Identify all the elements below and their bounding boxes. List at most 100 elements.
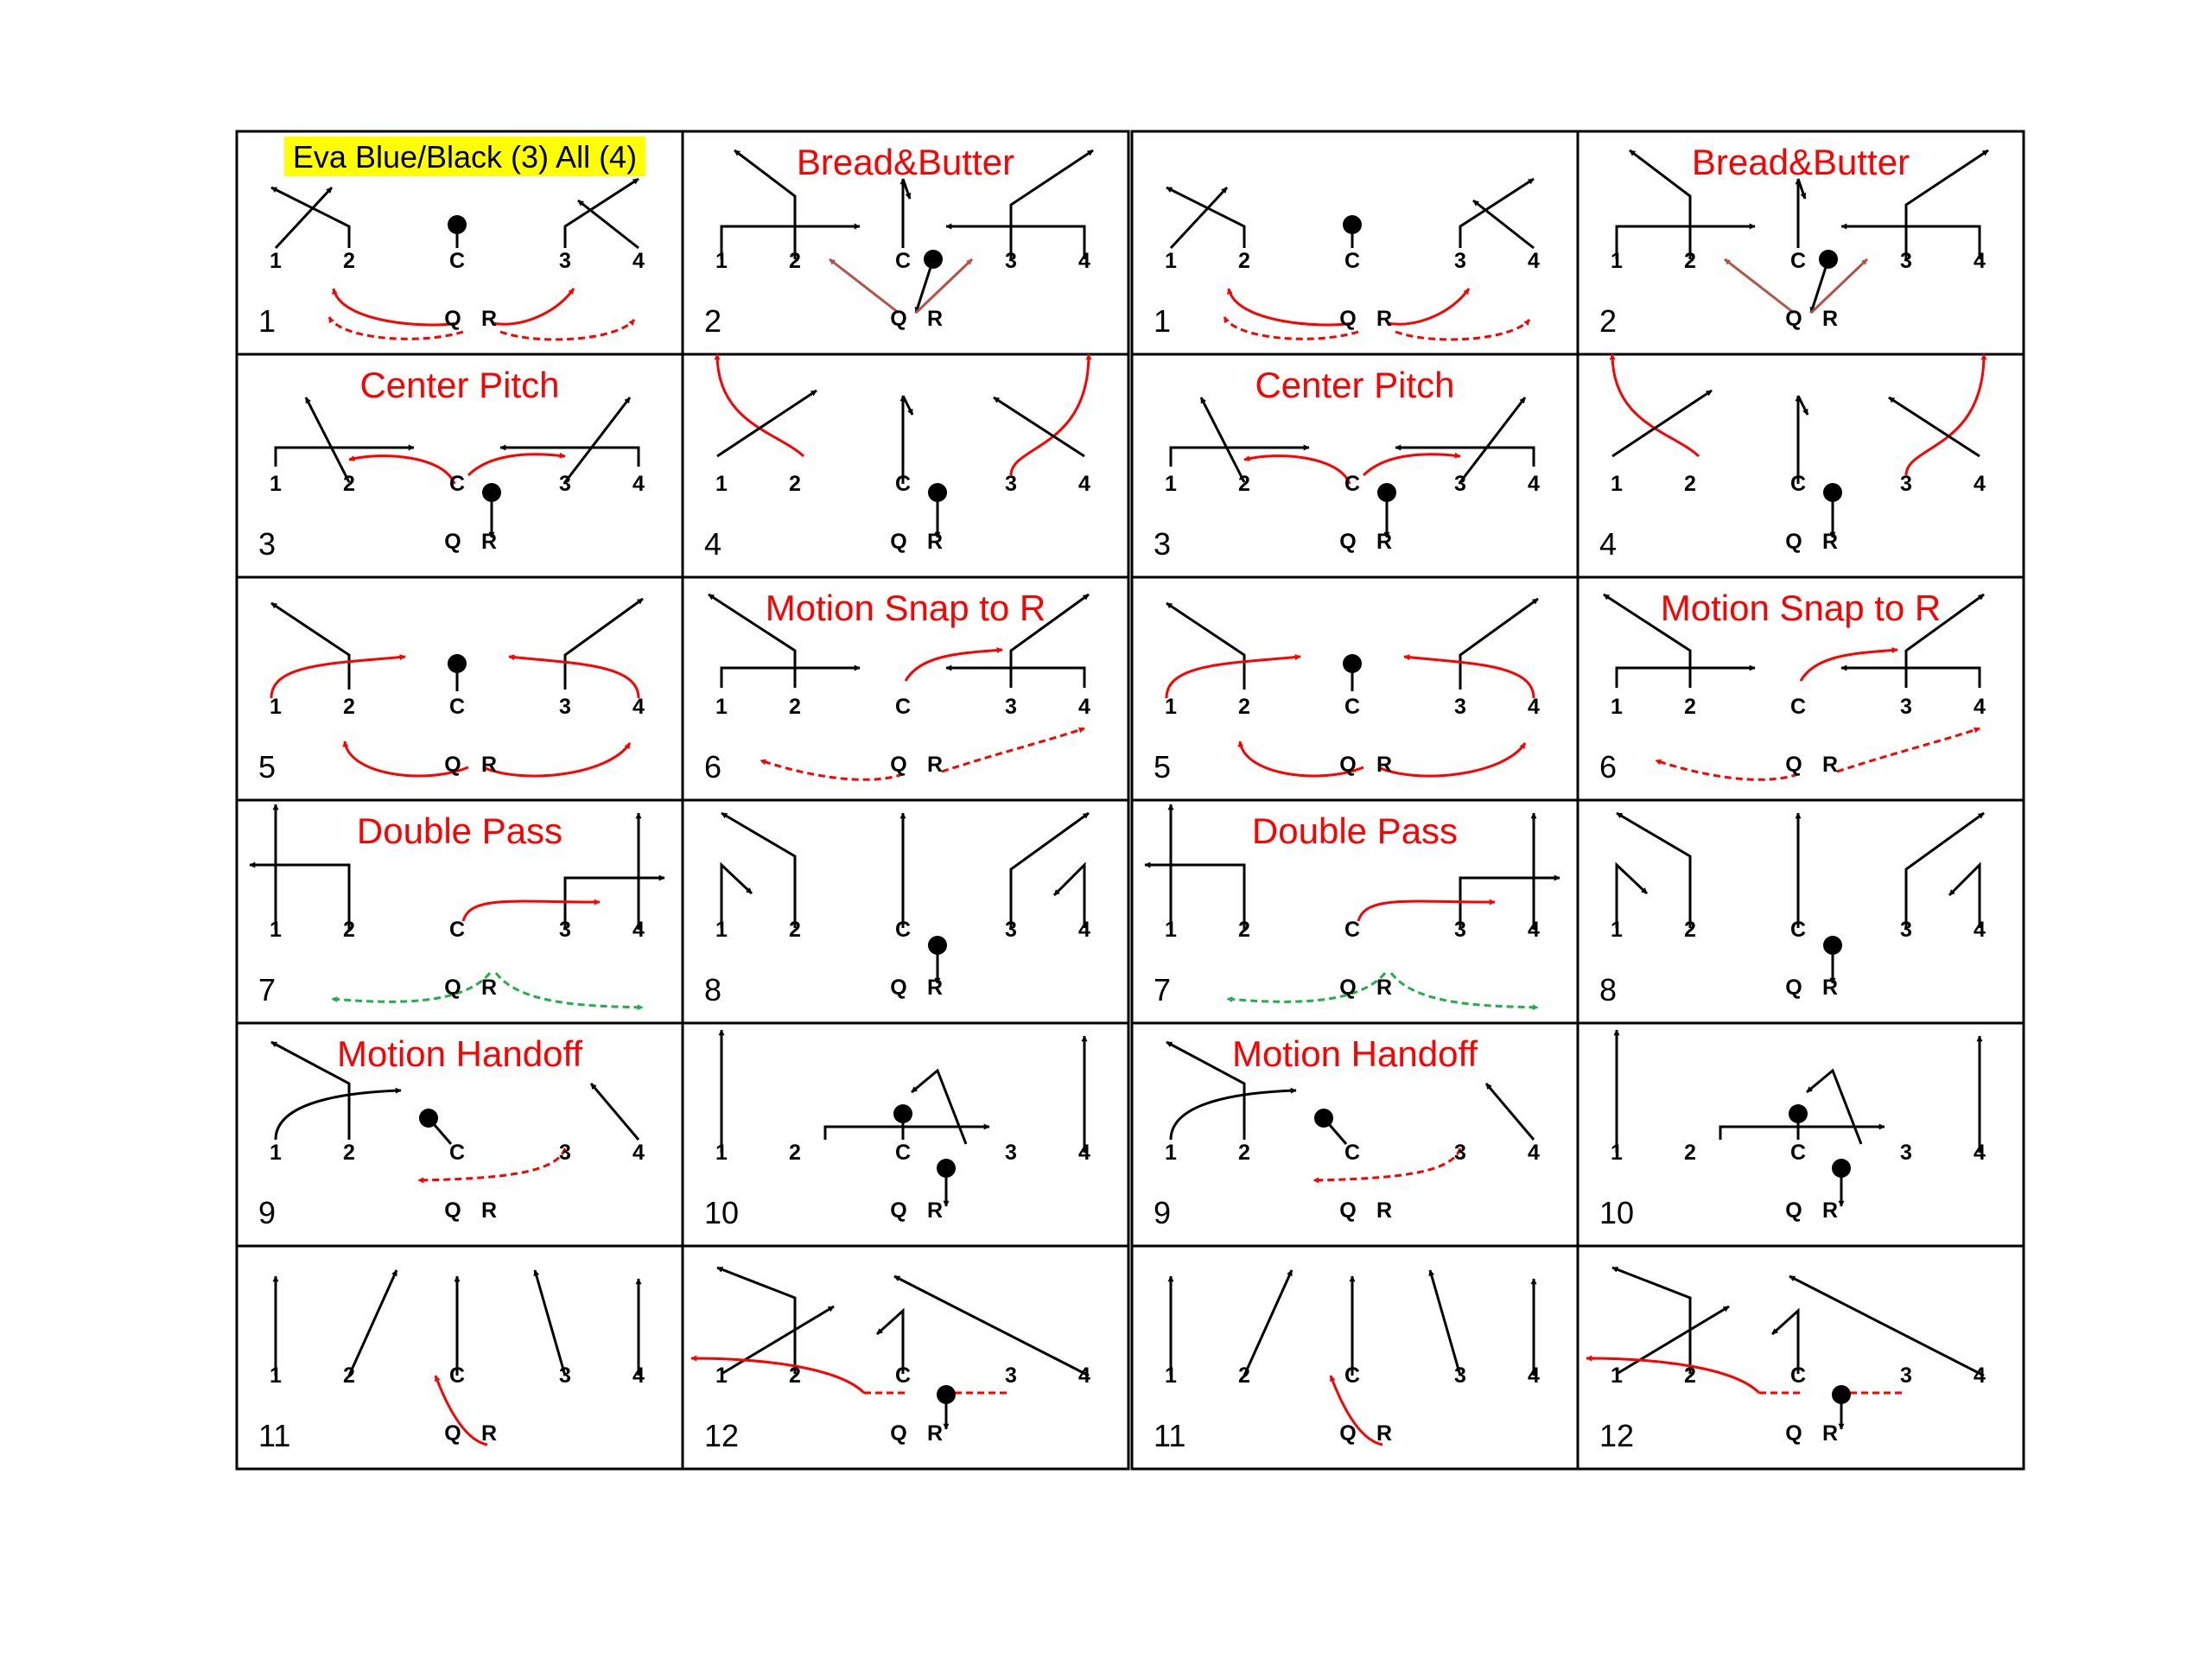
route-line [911, 1068, 968, 1145]
position-label: 2 [1238, 1141, 1250, 1165]
position-label: 3 [1454, 1141, 1466, 1165]
route-line [1357, 899, 1496, 922]
position-label: C [1790, 1141, 1806, 1165]
route-line [1009, 149, 1094, 259]
quarterback-label: Q [1785, 530, 1802, 554]
position-label: C [449, 472, 465, 496]
route-line [1395, 444, 1535, 467]
position-label: 2 [1684, 249, 1696, 273]
route-line [348, 454, 456, 485]
route-line [901, 178, 912, 200]
play-number: 3 [258, 526, 276, 562]
runner-label: R [481, 1421, 497, 1446]
play-title: Bread&Butter [1692, 142, 1910, 182]
position-label: 2 [1238, 695, 1250, 719]
position-label: C [1790, 918, 1806, 942]
route-line [904, 647, 1003, 682]
route-line [1809, 257, 1869, 315]
play-number: 8 [704, 972, 721, 1007]
position-label: 1 [715, 1141, 728, 1165]
position-label: 4 [1974, 1363, 1986, 1388]
position-label: 2 [789, 918, 801, 942]
runner-label: R [927, 1421, 943, 1446]
play-title: Double Pass [357, 810, 563, 851]
position-label: 3 [559, 472, 571, 496]
play-number: 12 [704, 1418, 739, 1453]
position-label: C [1790, 1363, 1806, 1388]
runner-label: R [481, 307, 497, 331]
route-line [1586, 1355, 1761, 1395]
route-line [1719, 1123, 1885, 1140]
position-label: 3 [1454, 695, 1466, 719]
route-line [499, 444, 640, 467]
ball-icon [448, 215, 467, 234]
route-line [1166, 601, 1246, 690]
runner-label: R [481, 530, 497, 554]
play-number: 11 [1154, 1418, 1185, 1453]
header-highlight [284, 137, 645, 176]
route-line [1199, 397, 1246, 483]
quarterback-label: Q [1785, 753, 1802, 777]
position-label: 3 [559, 1363, 571, 1388]
route-line [1386, 288, 1471, 326]
route-line [1611, 1266, 1692, 1374]
quarterback-label: Q [890, 753, 906, 777]
route-line [589, 1083, 640, 1141]
route-line [1403, 654, 1535, 699]
position-label: 1 [1611, 1363, 1623, 1388]
route-line [708, 593, 797, 688]
position-label: 3 [1900, 695, 1912, 719]
route-line [1904, 593, 1985, 688]
route-line [901, 395, 914, 416]
quarterback-label: Q [444, 307, 461, 331]
quarterback-label: Q [1785, 1421, 1802, 1446]
position-label: 4 [1078, 1363, 1090, 1388]
route-line [945, 223, 1086, 259]
route-line [274, 444, 415, 467]
route-line [1724, 257, 1795, 315]
position-label: 3 [1900, 1363, 1912, 1388]
position-label: 1 [270, 472, 282, 496]
position-label: 4 [1974, 1141, 1986, 1165]
route-line [1237, 741, 1364, 778]
route-line [1166, 1040, 1246, 1140]
route-line [1904, 353, 1987, 476]
position-label: 4 [1528, 472, 1540, 496]
position-label: 4 [1974, 695, 1986, 719]
play-number: 9 [1154, 1195, 1171, 1230]
play-number: 12 [1599, 1418, 1634, 1453]
quarterback-label: Q [1339, 753, 1356, 777]
runner-label: R [1822, 753, 1838, 777]
position-label: 4 [1974, 249, 1986, 273]
route-line [563, 397, 632, 483]
runner-label: R [1822, 1198, 1838, 1223]
position-label: 1 [1165, 1363, 1177, 1388]
quarterback-label: Q [1785, 1198, 1802, 1223]
position-label: 4 [632, 1363, 645, 1388]
play-title: Double Pass [1252, 810, 1458, 851]
dashed-route-line [494, 972, 644, 1011]
header-label: Eva Blue/Black (3) All (4) [293, 139, 637, 175]
position-label: 3 [1900, 249, 1912, 273]
route-line [823, 1123, 990, 1140]
route-line [1840, 664, 1981, 688]
position-label: 1 [1611, 249, 1623, 273]
route-line [1472, 199, 1535, 250]
route-line [1840, 223, 1981, 259]
route-line [1770, 1307, 1800, 1374]
quarterback-label: Q [890, 1421, 906, 1446]
route-line [270, 601, 351, 690]
position-label: 3 [1005, 472, 1017, 496]
ball-icon [1343, 654, 1362, 673]
quarterback-label: Q [890, 307, 906, 331]
route-line [1009, 593, 1090, 688]
position-label: 3 [1900, 918, 1912, 942]
route-line [721, 1305, 835, 1376]
route-line [716, 1266, 797, 1374]
route-line [1948, 861, 1981, 928]
position-label: 1 [270, 249, 282, 273]
position-label: 4 [1078, 918, 1090, 942]
